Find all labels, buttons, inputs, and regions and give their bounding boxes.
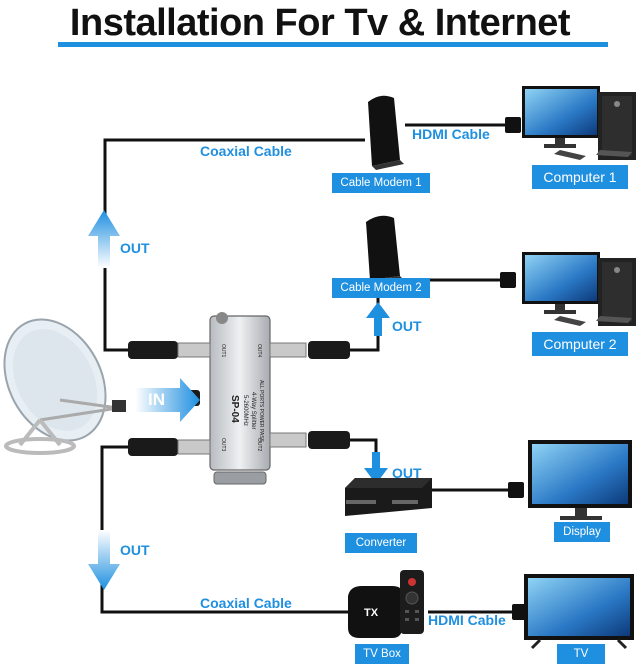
converter-icon <box>345 478 432 516</box>
coax-connector-3 <box>128 438 178 456</box>
splitter-spec: 5-2600MHz <box>242 395 248 426</box>
splitter: SP-04 5-2600MHz 4-Way Splitter ALL PORTS… <box>177 312 307 485</box>
splitter-note: ALL PORTS POWER PASS <box>258 380 264 443</box>
remote-control-icon <box>400 570 424 634</box>
out-arrow-down <box>88 530 120 590</box>
cable-modem-1-label: Cable Modem 1 <box>332 173 430 193</box>
out-label-modem2: OUT <box>392 318 422 334</box>
satellite-dish-icon <box>3 318 126 455</box>
splitter-port-out1: OUT1 <box>220 344 226 358</box>
splitter-port-out2: OUT2 <box>256 438 262 452</box>
out-label-converter: OUT <box>392 465 422 481</box>
hdmi-cable-label-bottom: HDMI Cable <box>428 612 506 628</box>
splitter-model: SP-04 <box>229 395 240 423</box>
tv-box-label: TV Box <box>355 644 409 664</box>
computer-1-icon <box>522 86 636 160</box>
tv-box-logo: TX <box>364 607 379 619</box>
cable-modem-2-label: Cable Modem 2 <box>332 278 430 298</box>
computer-2-label: Computer 2 <box>532 332 628 356</box>
cable-modem-2-icon <box>366 215 404 284</box>
coax-connector-1 <box>128 341 178 359</box>
hdmi-cable-label-top: HDMI Cable <box>412 126 490 142</box>
splitter-type: 4-Way Splitter <box>250 392 256 429</box>
title-underline <box>58 42 608 47</box>
coax-connector-4 <box>308 431 350 449</box>
page-title: Installation For Tv & Internet <box>69 2 571 44</box>
hdmi-plug-2 <box>500 272 516 288</box>
cable-modem-1-icon <box>368 95 404 170</box>
computer-1-label: Computer 1 <box>532 165 628 189</box>
coax-cable-bottom <box>100 445 350 614</box>
splitter-port-out3: OUT3 <box>220 438 226 452</box>
in-arrow <box>135 378 200 422</box>
hdmi-plug-3 <box>508 482 524 498</box>
coax-cable-label-bottom: Coaxial Cable <box>200 595 292 611</box>
out-label-down: OUT <box>120 542 150 558</box>
tv-box-icon: TX <box>348 586 403 638</box>
coax-cable-label-top: Coaxial Cable <box>200 143 292 159</box>
computer-2-icon <box>522 252 636 326</box>
out-arrow-converter <box>364 452 388 484</box>
coax-connector-2 <box>308 341 350 359</box>
display-label: Display <box>554 522 610 542</box>
display-icon <box>528 440 632 520</box>
tv-icon <box>524 574 634 650</box>
in-label: IN <box>148 390 165 409</box>
out-arrow-modem2 <box>366 302 390 336</box>
out-arrow-up <box>88 210 120 268</box>
tv-label: TV <box>557 644 605 664</box>
hdmi-plug-1 <box>505 117 521 133</box>
splitter-port-out4: OUT4 <box>256 344 262 358</box>
out-label-up: OUT <box>120 240 150 256</box>
hdmi-plugs <box>500 117 528 620</box>
converter-label: Converter <box>345 533 417 553</box>
cables <box>100 123 516 614</box>
coax-cable-modem2 <box>345 296 380 352</box>
